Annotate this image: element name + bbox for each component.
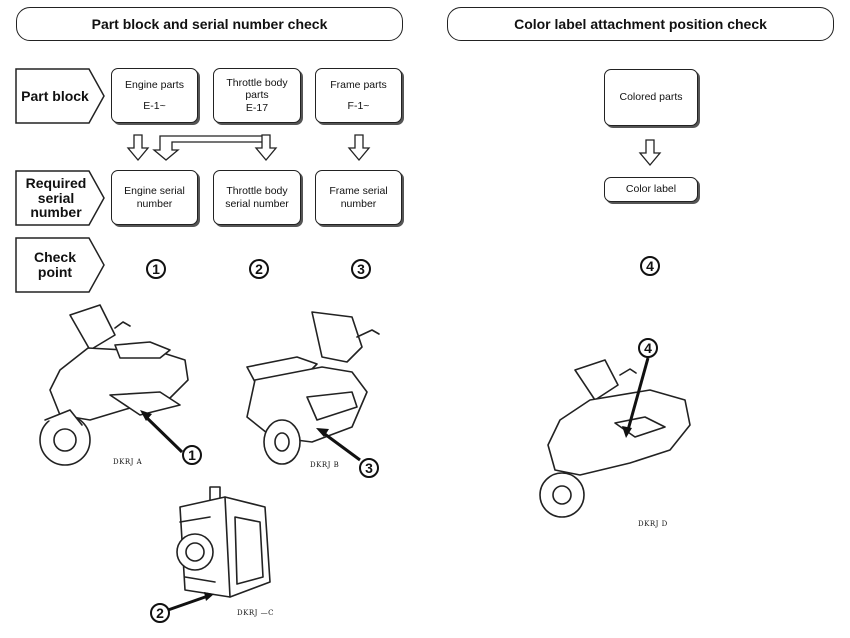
down-arrow-color — [638, 139, 662, 167]
check-point-4: 4 — [640, 256, 660, 276]
check-point-2: 2 — [249, 259, 269, 279]
required-serial-tag — [15, 170, 105, 226]
throttle-body-parts-box: Throttle body parts E-17 — [213, 68, 301, 123]
down-arrow-frame — [347, 134, 371, 162]
figure-callout-3: 3 — [359, 458, 379, 478]
check-point-1: 1 — [146, 259, 166, 279]
figure-callout-1: 1 — [182, 445, 202, 465]
down-arrow-engine — [126, 134, 150, 162]
engine-parts-box: Engine parts E-1~ — [111, 68, 198, 123]
check-point-label: Check point — [33, 249, 77, 280]
figure-code-d: DKRJ D — [638, 520, 668, 528]
left-section-header: Part block and serial number check — [16, 7, 403, 41]
figure-callout-4: 4 — [638, 338, 658, 358]
required-serial-label: Required serial number — [25, 174, 87, 221]
engine-parts-title: Engine parts — [125, 78, 184, 91]
frame-parts-title: Frame parts — [330, 78, 387, 91]
engine-serial-box: Engine serial number — [111, 170, 198, 225]
color-label-box: Color label — [604, 177, 698, 202]
check-point-3: 3 — [351, 259, 371, 279]
bent-arrow-throttle-to-engine — [152, 135, 264, 161]
figure-code-b: DKRJ B — [310, 461, 340, 469]
figure-code-c: DKRJ —C — [237, 609, 274, 617]
part-block-tag — [15, 68, 105, 124]
throttle-body-parts-code: E-17 — [245, 101, 269, 114]
colored-parts-box: Colored parts — [604, 69, 698, 126]
throttle-body-illustration — [176, 486, 271, 598]
down-arrow-throttle — [254, 134, 278, 162]
check-point-tag — [15, 237, 105, 293]
frame-parts-code: F-1~ — [347, 99, 370, 112]
scooter-illustration-engine — [39, 304, 189, 466]
engine-parts-code: E-1~ — [143, 99, 166, 112]
throttle-body-parts-title: Throttle body parts — [226, 76, 288, 102]
frame-parts-box: Frame parts F-1~ — [315, 68, 402, 123]
scooter-illustration-color-label — [539, 359, 691, 518]
figure-callout-2: 2 — [150, 603, 170, 623]
part-block-label: Part block — [21, 87, 89, 104]
right-section-header: Color label attachment position check — [447, 7, 834, 41]
throttle-body-serial-box: Throttle body serial number — [213, 170, 301, 225]
figure-code-a: DKRJ A — [113, 458, 143, 466]
scooter-illustration-frame — [246, 311, 380, 465]
frame-serial-box: Frame serial number — [315, 170, 402, 225]
